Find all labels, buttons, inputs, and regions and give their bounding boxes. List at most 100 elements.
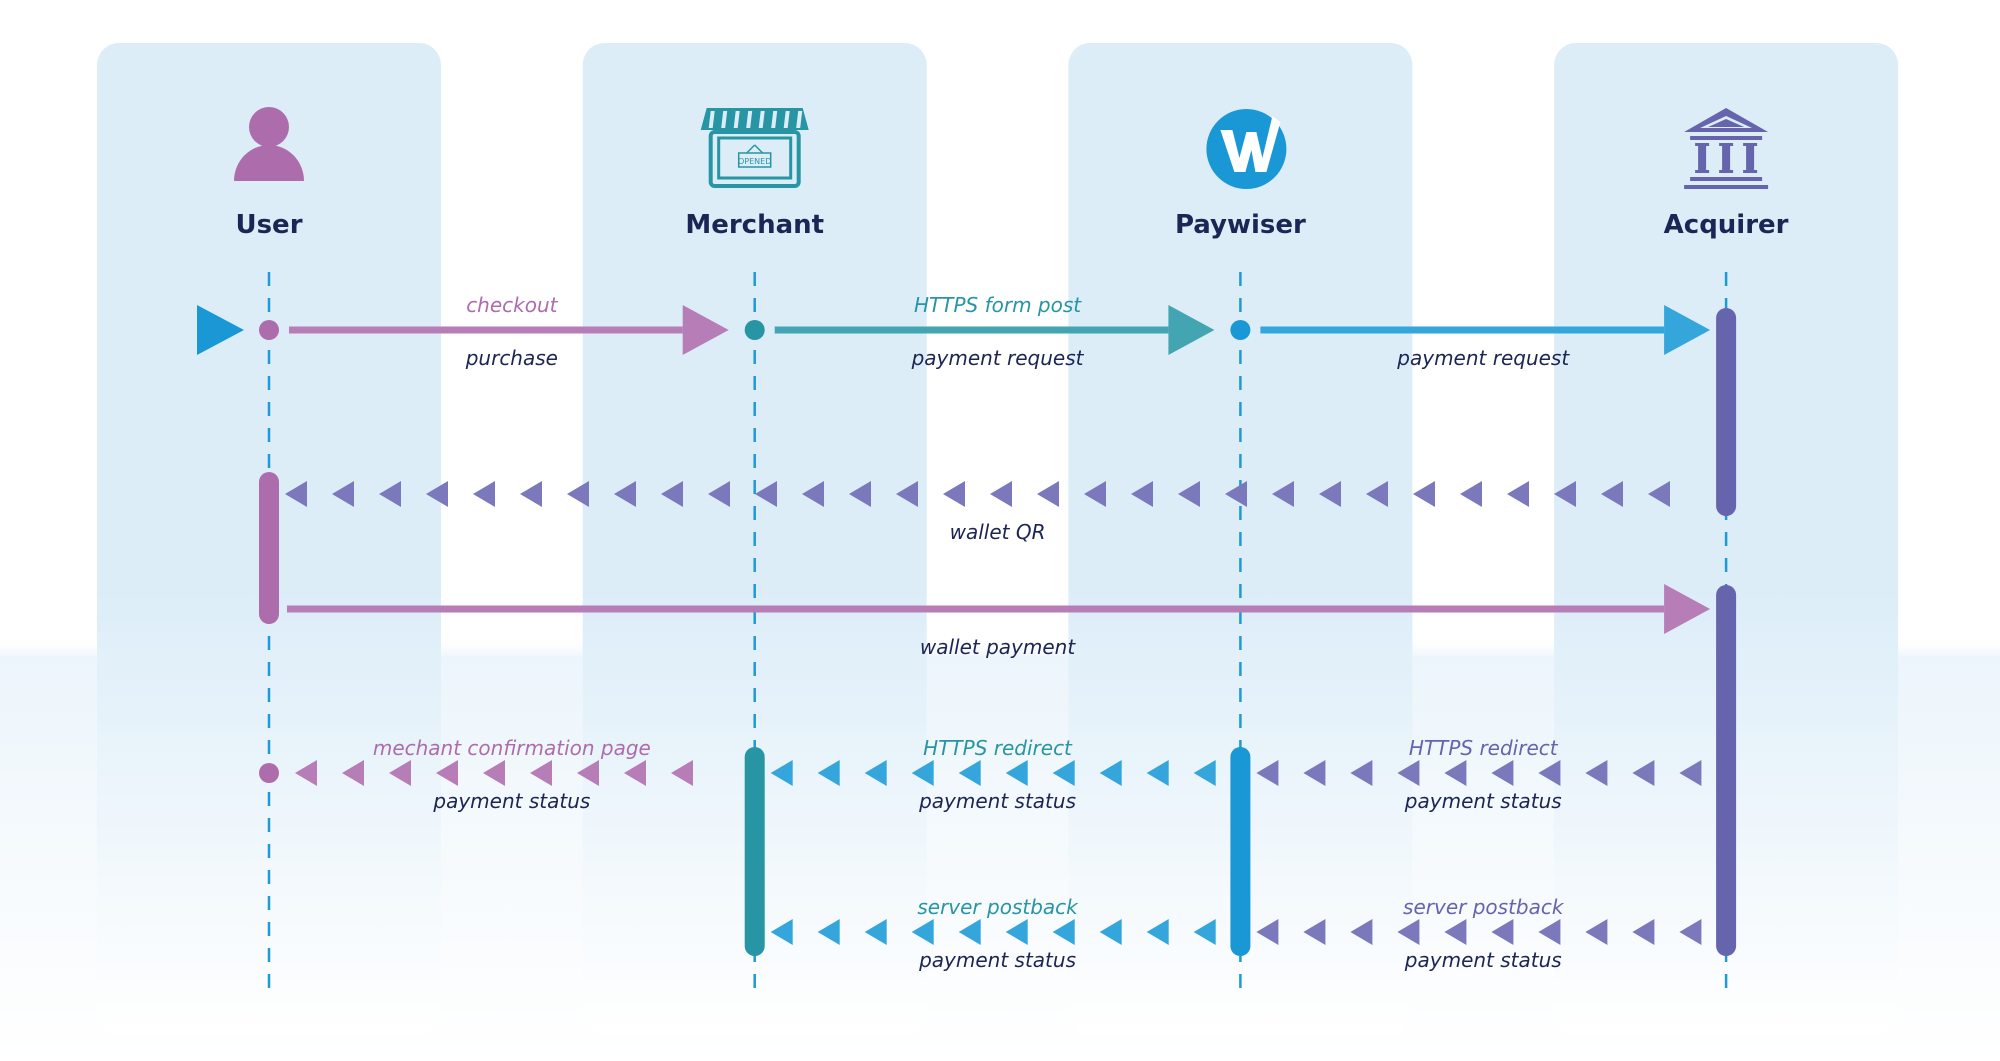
activation-bar-acquirer [1716,585,1737,956]
paywiser-logo-icon [1206,109,1287,189]
message-label-below: wallet QR [950,520,1046,544]
dotted-arrowhead-icon [1052,760,1075,786]
dotted-arrowhead-icon [1005,919,1028,945]
actor-label: Merchant [685,210,824,240]
arrowhead-icon [682,305,729,355]
activation-bar-merchant [744,747,765,956]
message-label-above: checkout [466,293,558,317]
dotted-arrowhead-icon [849,481,871,507]
dotted-arrowhead-icon [1679,919,1702,945]
activation-bar-user [259,472,279,624]
dotted-arrowhead-icon [379,481,401,507]
message-label-below: payment request [1396,346,1570,370]
activation-bars [259,308,1737,956]
dotted-arrowhead-icon [520,481,542,507]
dotted-arrowhead-icon [1444,919,1467,945]
dotted-arrowhead-icon [1052,919,1075,945]
message-arrow: HTTPS redirect payment status [770,736,1216,813]
message-arrow: HTTPS form post payment request [744,293,1215,370]
actor-label: Acquirer [1664,210,1789,240]
dotted-arrowhead-icon [614,481,636,507]
dotted-arrowhead-icon [1178,481,1200,507]
message-arrow: checkout purchase [259,293,729,370]
message-arrow: wallet QR [285,481,1670,544]
dotted-arrowhead-icon [958,760,981,786]
message-label-above: server postback [917,895,1079,919]
dotted-arrowhead-icon [1099,760,1122,786]
dotted-arrowhead-icon [332,481,354,507]
dotted-arrowhead-icon [1225,481,1247,507]
dotted-arrowhead-icon [1538,760,1561,786]
actor-label: Paywiser [1175,210,1306,240]
message-start-dot [744,320,765,340]
dotted-arrowhead-icon [1005,760,1028,786]
activation-bar-acquirer [1716,308,1737,516]
dotted-arrowhead-icon [1193,760,1216,786]
message-end-dot [259,763,279,783]
dotted-arrowhead-icon [1679,760,1702,786]
message-label-above: mechant confirmation page [373,736,651,760]
message-label-below: purchase [465,346,558,370]
message-label-below: payment status [918,789,1076,813]
dotted-arrowhead-icon [1131,481,1153,507]
dotted-arrowhead-icon [342,760,364,786]
dotted-arrowhead-icon [1256,760,1279,786]
dotted-arrowhead-icon [708,481,730,507]
dotted-arrowhead-icon [1146,760,1169,786]
dotted-arrowhead-icon [770,760,793,786]
message-label-below: wallet payment [920,635,1076,659]
dotted-arrowhead-icon [1554,481,1576,507]
dotted-arrowhead-icon [802,481,824,507]
dotted-arrowhead-icon [295,760,317,786]
dotted-arrowhead-icon [1146,919,1169,945]
dotted-arrowhead-icon [1491,760,1514,786]
dotted-arrowhead-icon [1397,760,1420,786]
dotted-arrowhead-icon [755,481,777,507]
actor-merchant: OPENED Merchant [685,108,824,240]
message-label-above: HTTPS form post [914,293,1082,317]
dotted-arrowhead-icon [1303,760,1326,786]
dotted-arrowhead-icon [1538,919,1561,945]
dotted-arrowhead-icon [436,760,458,786]
message-label-below: payment status [432,789,590,813]
dotted-arrowhead-icon [567,481,589,507]
dotted-arrowhead-icon [1037,481,1059,507]
dotted-arrowhead-icon [389,760,411,786]
dotted-arrowhead-icon [1256,919,1279,945]
dotted-arrowhead-icon [864,919,887,945]
message-label-below: payment status [918,948,1076,972]
arrowhead-icon [1664,305,1711,355]
dotted-arrowhead-icon [1632,919,1655,945]
dotted-arrowhead-icon [817,760,840,786]
dotted-arrowhead-icon [1084,481,1106,507]
message-arrow: mechant confirmation page payment status [259,736,693,813]
dotted-arrowhead-icon [473,481,495,507]
dotted-arrowhead-icon [911,760,934,786]
dotted-arrowhead-icon [943,481,965,507]
message-label-above: HTTPS redirect [923,736,1073,760]
dotted-arrowhead-icon [1350,760,1373,786]
actor-label: User [235,210,302,240]
arrowhead-icon [1168,305,1215,355]
dotted-arrowhead-icon [1397,919,1420,945]
storefront-icon: OPENED [700,108,809,188]
message-start-dot [259,320,279,340]
arrowhead-icon [1664,584,1711,634]
dotted-arrowhead-icon [1099,919,1122,945]
message-label-above: HTTPS redirect [1409,736,1559,760]
dotted-arrowhead-icon [426,481,448,507]
message-arrow: server postback payment status [770,895,1216,972]
messages: checkout purchase HTTPS form post payment r… [197,293,1711,972]
dotted-arrowhead-icon [577,760,599,786]
message-label-below: payment status [1404,948,1562,972]
message-arrow: payment request [1230,305,1711,370]
dotted-arrowhead-icon [1272,481,1294,507]
dotted-arrowhead-icon [958,919,981,945]
opened-sign-text: OPENED [738,157,771,166]
dotted-arrowhead-icon [990,481,1012,507]
bank-building-icon [1684,108,1769,189]
dotted-arrowhead-icon [1648,481,1670,507]
message-label-above: server postback [1403,895,1565,919]
message-label-below: payment request [911,346,1085,370]
